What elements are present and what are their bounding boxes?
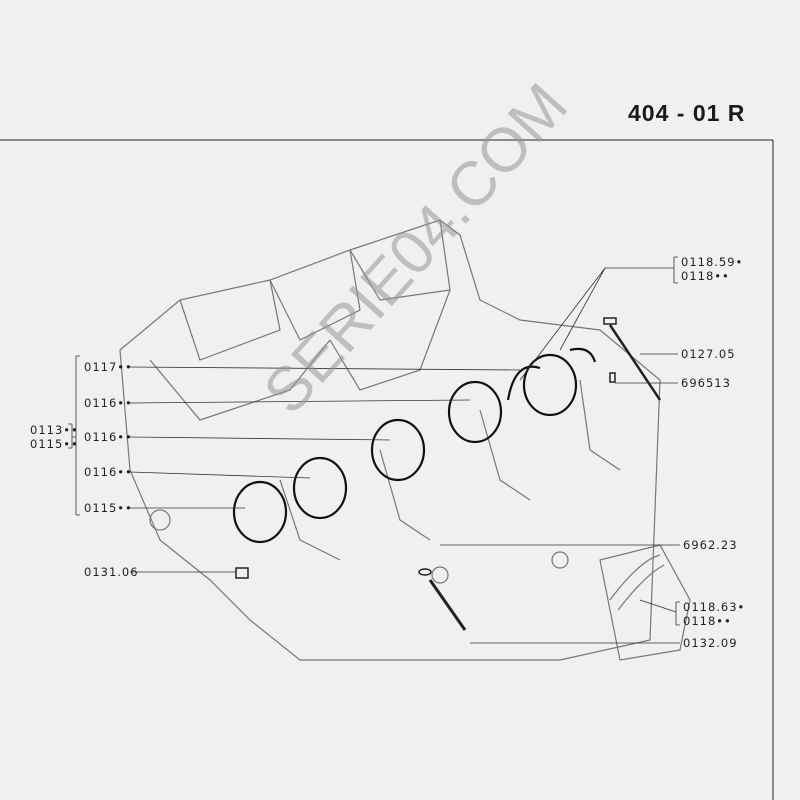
part-label: 696513: [681, 376, 731, 390]
screw-shape: [608, 324, 662, 401]
part-label: 0113••: [30, 423, 79, 437]
part-label: 0118.59•: [681, 255, 744, 269]
leader-lines: [68, 256, 680, 644]
page-title: 404 - 01 R: [628, 100, 746, 126]
part-label: 0117••: [84, 360, 133, 374]
part-label: 0131.06: [84, 565, 139, 579]
part-label: 0118••: [681, 269, 730, 283]
part-label: 0115••: [30, 437, 79, 451]
part-label: 0132.09: [683, 636, 738, 650]
bolt-shape: [428, 579, 467, 631]
part-label: 0118••: [683, 614, 732, 628]
part-label: 0127.05: [681, 347, 736, 361]
part-label: 0115••: [84, 501, 133, 515]
pin-shape: [609, 372, 616, 383]
dowel-shape: [235, 567, 249, 579]
part-label: 0116••: [84, 396, 133, 410]
part-label: 0118.63•: [683, 600, 746, 614]
part-label: 0116••: [84, 430, 133, 444]
part-label: 0116••: [84, 465, 133, 479]
washer-shape: [418, 568, 432, 576]
part-label: 6962.23: [683, 538, 738, 552]
main-bearing-shells: [232, 347, 597, 544]
